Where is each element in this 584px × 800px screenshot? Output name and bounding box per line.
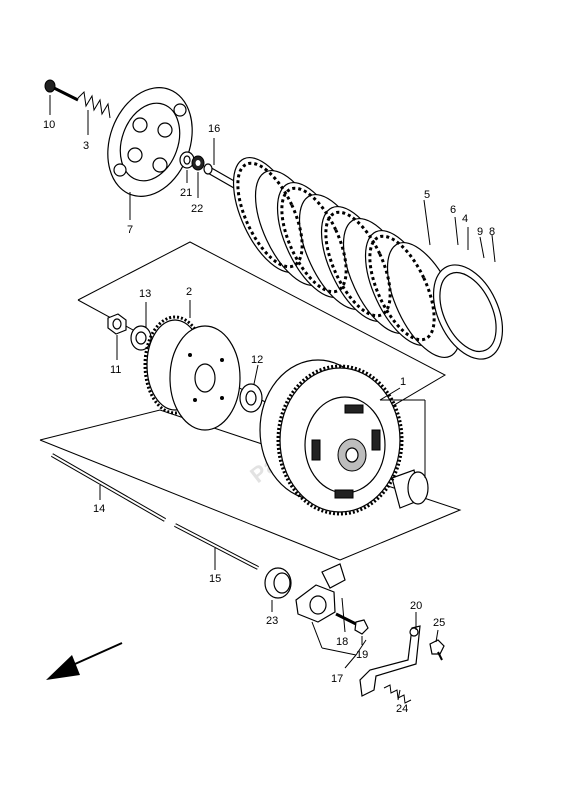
clutch-sleeve-hub-part <box>143 315 241 431</box>
callout-16: 16 <box>208 123 220 135</box>
adjust-screw-part <box>383 684 412 704</box>
callout-24: 24 <box>396 703 408 715</box>
callout-21: 21 <box>180 187 192 199</box>
callout-12: 12 <box>251 354 263 366</box>
release-bearing-part <box>264 567 292 599</box>
thrust-washer-part <box>239 383 263 413</box>
callout-6: 6 <box>450 204 456 216</box>
callout-8: 8 <box>489 226 495 238</box>
callout-3: 3 <box>83 140 89 152</box>
leader-lines <box>49 95 496 701</box>
callout-20: 20 <box>410 600 422 612</box>
callout-4: 4 <box>462 213 468 225</box>
bracket-bolt-part <box>429 639 445 661</box>
bearing-part <box>179 151 195 169</box>
push-rod-long-part <box>51 453 166 522</box>
callout-13: 13 <box>139 288 151 300</box>
callout-25: 25 <box>433 617 445 629</box>
release-arm-part <box>295 563 346 623</box>
callout-18: 18 <box>336 636 348 648</box>
callout-labels: 1 2 3 4 5 6 7 8 9 10 11 12 13 14 15 16 1… <box>43 119 495 715</box>
callout-17: 17 <box>331 673 343 685</box>
lock-nut-part <box>107 313 127 335</box>
pressure-plate-part <box>107 87 193 197</box>
callout-1: 1 <box>400 376 406 388</box>
callout-23: 23 <box>266 615 278 627</box>
housing-group-box-bottom <box>39 439 341 561</box>
spacer-part <box>391 469 429 509</box>
callout-11: 11 <box>110 364 121 376</box>
push-rod-part <box>203 163 237 189</box>
spring-seat-ring-part <box>432 264 504 360</box>
callout-22: 22 <box>191 203 203 215</box>
clutch-plate-stack <box>232 156 462 359</box>
callout-15: 15 <box>209 573 221 585</box>
spring-part <box>77 90 111 119</box>
washer-part <box>191 155 205 171</box>
release-bolt-part <box>335 612 369 635</box>
callout-7: 7 <box>127 224 133 236</box>
clutch-housing-part <box>259 359 404 516</box>
bolt-part <box>44 79 79 102</box>
callout-14: 14 <box>93 503 105 515</box>
callout-10: 10 <box>43 119 55 131</box>
callout-5: 5 <box>424 189 430 201</box>
lock-washer-part <box>130 325 152 351</box>
callout-9: 9 <box>477 226 483 238</box>
callout-2: 2 <box>186 286 192 298</box>
front-direction-arrow-icon <box>46 642 123 680</box>
callout-19: 19 <box>356 649 368 661</box>
push-rod-short-part <box>174 523 259 570</box>
